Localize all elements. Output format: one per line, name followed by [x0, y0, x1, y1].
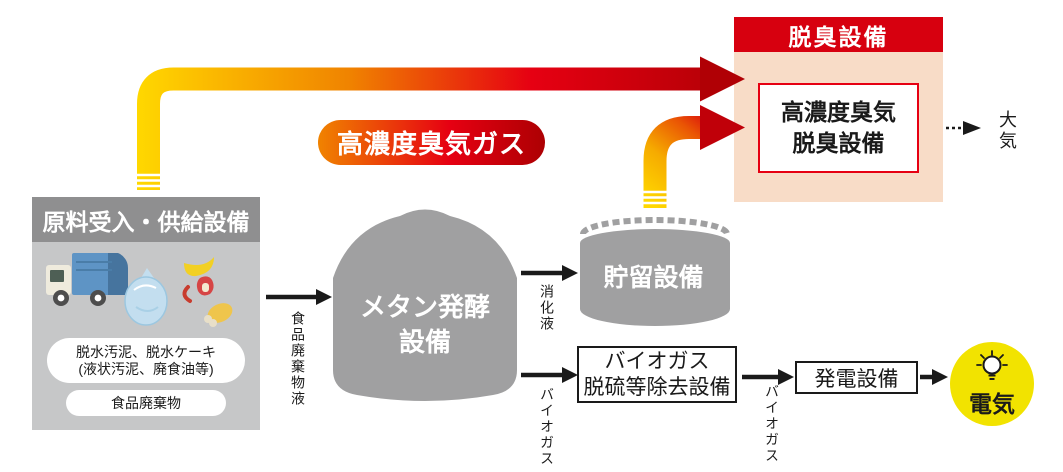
garbage-bag-icon [124, 268, 168, 326]
flow-label-food-waste-liquid: 食品廃棄物液 [290, 311, 306, 407]
desulfurization-line2: 脱硫等除去設備 [583, 375, 731, 399]
supply-input-sludge-line2: (液状汚泥、廃食油等) [78, 360, 214, 377]
supply-header: 原料受入・供給設備 [32, 197, 260, 242]
deodorization-unit-box: 高濃度臭気 脱臭設備 [758, 83, 919, 173]
odor-duct-from-storage [641, 105, 745, 208]
power-unit-box: 発電設備 [795, 361, 918, 394]
deodorization-unit-line2: 脱臭設備 [792, 130, 885, 156]
desulfurization-unit-box: バイオガス 脱硫等除去設備 [577, 346, 737, 403]
methane-unit-line1: メタン発酵 [359, 292, 490, 322]
flow-label-biogas-2: バイオガス [764, 384, 780, 464]
supply-input-sludge-line1: 脱水汚泥、脱水ケーキ [76, 343, 216, 360]
garbage-truck-icon [46, 253, 129, 306]
atmosphere-label: 大気 [997, 110, 1017, 152]
odor-gas-label: 高濃度臭気ガス [318, 120, 545, 165]
supply-icons [46, 253, 233, 327]
lightbulb-icon [976, 350, 1008, 380]
desulfurization-line1: バイオガス [604, 349, 710, 373]
electricity-label: 電気 [969, 391, 1015, 417]
food-waste-icon [182, 257, 233, 327]
deodorization-panel: 脱臭設備 高濃度臭気 脱臭設備 [734, 17, 943, 202]
storage-unit-label: 貯留設備 [603, 264, 704, 292]
supply-input-sludge: 脱水汚泥、脱水ケーキ (液状汚泥、廃食油等) [47, 338, 245, 383]
supply-panel: 原料受入・供給設備 [32, 197, 260, 430]
electricity-badge: 電気 [950, 342, 1034, 426]
supply-input-food-waste: 食品廃棄物 [66, 390, 226, 416]
flow-label-biogas-1: バイオガス [539, 387, 555, 467]
deodorization-header: 脱臭設備 [734, 17, 943, 52]
deodorization-unit-line1: 高濃度臭気 [781, 99, 896, 125]
methane-unit-label: メタン発酵 設備 [333, 290, 517, 360]
storage-tank-rim [580, 217, 730, 235]
methane-unit-line2: 設備 [398, 327, 451, 357]
flow-label-digestive-fluid: 消化液 [539, 284, 555, 332]
atmosphere-arrow [946, 121, 981, 135]
